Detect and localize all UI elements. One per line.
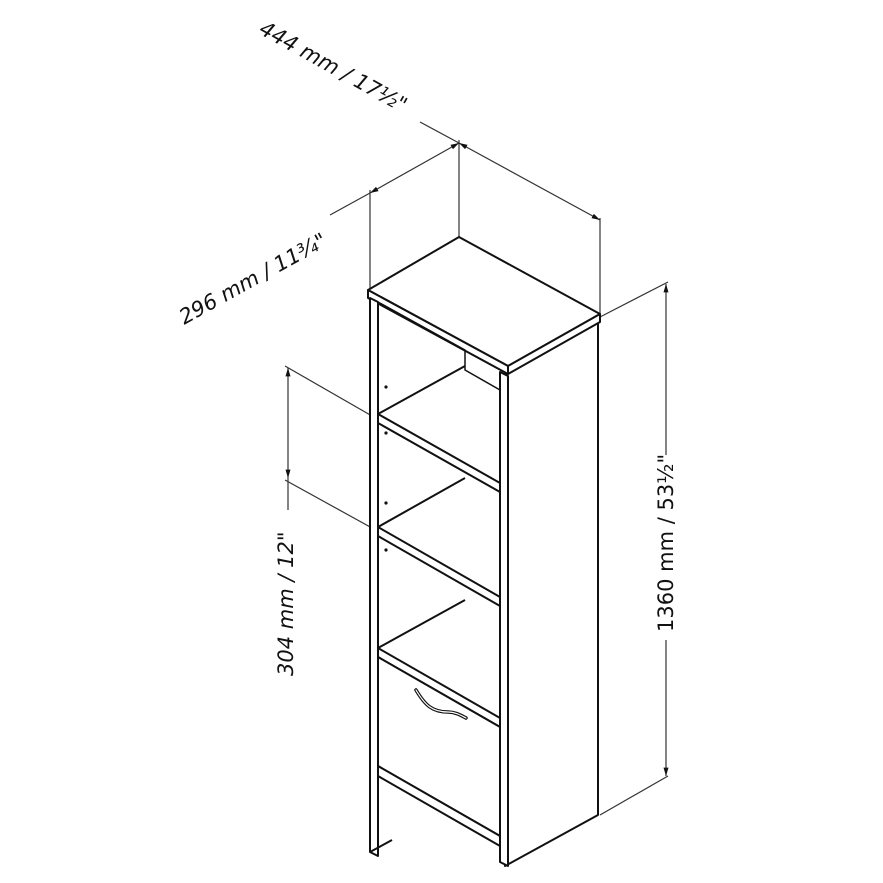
bookcase-body: [367, 236, 601, 867]
right-front-edge: [499, 371, 509, 867]
shelf-spacing-dimension-label: 304 mm / 12": [274, 531, 298, 676]
shelf-pin-holes: [384, 385, 388, 552]
left-side-panel: [369, 297, 379, 857]
right-side-panel: [504, 321, 599, 867]
shelf-2-front-edge: [377, 526, 501, 607]
dimension-lines: [284, 121, 669, 816]
height-dimension-label: 1360 mm / 53½": [654, 453, 678, 632]
shelf-1-front-edge: [377, 413, 501, 493]
base-rail: [377, 765, 501, 847]
